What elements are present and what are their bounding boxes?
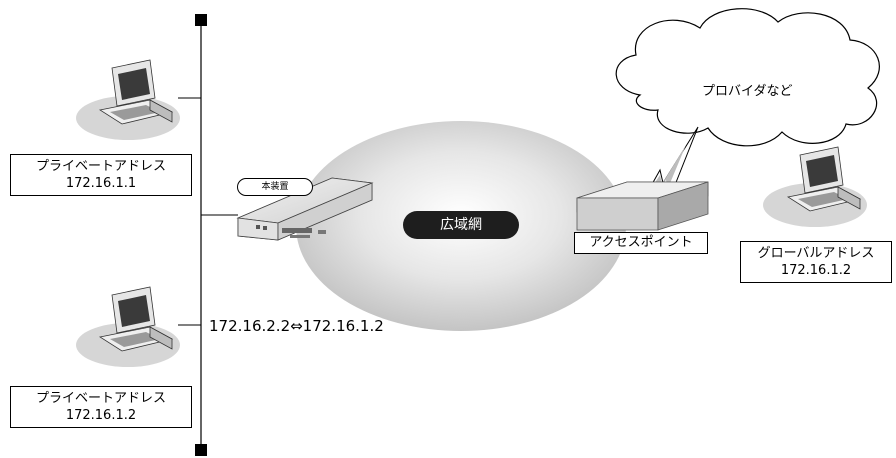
host1-label-box: プライベートアドレス 172.16.1.1 <box>10 154 192 196</box>
bus-terminator-bottom <box>195 444 207 456</box>
lan-bus <box>178 14 238 456</box>
remote-host-ip: 172.16.1.2 <box>780 263 852 278</box>
access-point-device <box>576 181 709 231</box>
pc-icon-remote <box>763 146 867 227</box>
host2-ip: 172.16.1.2 <box>65 408 137 423</box>
host1-role: プライベートアドレス <box>35 159 166 174</box>
pc-icon-host2 <box>76 286 180 367</box>
pc-icon-host1 <box>76 59 180 140</box>
device-label: 本装置 <box>237 178 313 196</box>
router-device <box>236 177 374 241</box>
host1-ip: 172.16.1.1 <box>65 176 137 191</box>
cloud-label: プロバイダなど <box>702 84 793 99</box>
host2-role: プライベートアドレス <box>35 391 166 406</box>
access-point-label: アクセスポイント <box>574 232 708 254</box>
host2-label-box: プライベートアドレス 172.16.1.2 <box>10 386 192 428</box>
provider-cloud <box>615 8 880 147</box>
remote-host-label-box: グローバルアドレス 172.16.1.2 <box>740 241 892 283</box>
nat-mapping: 172.16.2.2⇔172.16.1.2 <box>209 317 384 335</box>
wan-label: 広域網 <box>403 211 519 239</box>
bus-terminator-top <box>195 14 207 26</box>
remote-host-role: グローバルアドレス <box>757 246 875 261</box>
